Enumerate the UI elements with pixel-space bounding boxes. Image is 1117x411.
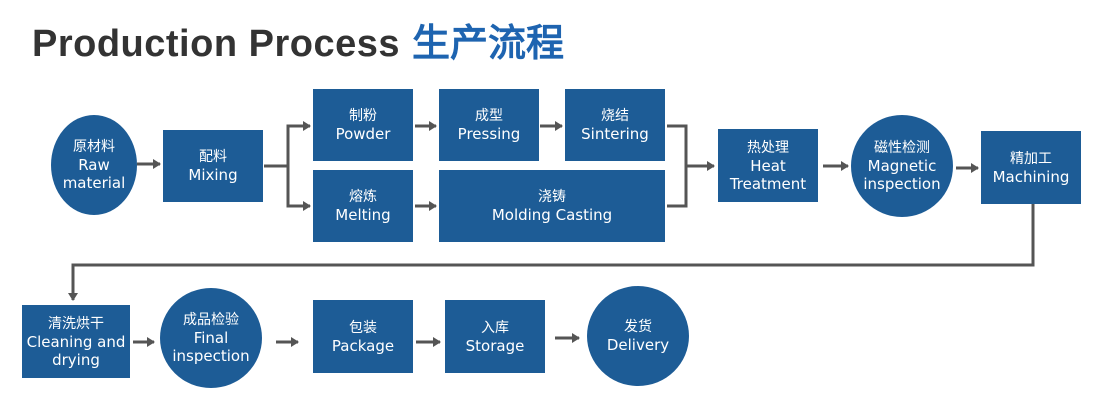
node-label-cn: 包装: [349, 319, 377, 336]
node-label-en: Pressing: [457, 125, 521, 143]
arrow-machining-to-cleaning: [68, 204, 1035, 301]
node-pressing: 成型 Pressing: [439, 89, 539, 161]
node-cleaning-drying: 清洗烘干 Cleaning and drying: [22, 305, 130, 378]
node-label-cn: 精加工: [1010, 150, 1052, 167]
node-label-en: Treatment: [729, 174, 807, 193]
node-label-en: Machining: [992, 167, 1070, 186]
node-label-cn: 发货: [624, 319, 652, 335]
node-label-en: inspection: [863, 175, 941, 193]
node-label-en: inspection: [172, 347, 250, 365]
node-label-en: Storage: [465, 336, 525, 355]
node-powder: 制粉 Powder: [313, 89, 413, 161]
node-delivery: 发货 Delivery: [587, 286, 689, 386]
node-label-en: material: [62, 174, 126, 192]
node-label-en: Raw: [78, 156, 110, 174]
node-label-cn: 制粉: [349, 108, 377, 124]
arrow-mixing-to-powder: [286, 121, 311, 206]
node-label-cn: 入库: [481, 319, 509, 336]
node-label-cn: 原材料: [73, 139, 115, 155]
node-sintering: 烧结 Sintering: [565, 89, 665, 161]
title-english: Production Process: [32, 23, 400, 65]
node-label-en: Powder: [335, 125, 391, 143]
node-final-inspection: 成品检验 Final inspection: [160, 288, 262, 388]
node-label-cn: 配料: [199, 149, 227, 165]
node-label-cn: 熔炼: [349, 189, 377, 205]
node-label-en: Package: [331, 336, 395, 355]
node-label-en: Melting: [335, 206, 391, 224]
page-title: Production Process 生产流程: [32, 12, 564, 65]
node-label-en: Magnetic: [867, 157, 937, 175]
node-machining: 精加工 Machining: [981, 131, 1081, 204]
title-chinese: 生产流程: [411, 23, 564, 65]
node-label-cn: 清洗烘干: [48, 315, 104, 332]
node-melting: 熔炼 Melting: [313, 170, 413, 242]
arrow-mixing-to-melting: [286, 166, 311, 211]
node-mixing: 配料 Mixing: [163, 130, 263, 202]
node-label-en: Sintering: [581, 125, 649, 143]
node-package: 包装 Package: [313, 300, 413, 373]
node-label-en: Heat: [750, 156, 786, 175]
node-label-en: Final: [193, 329, 229, 347]
node-label-cn: 成型: [475, 108, 503, 124]
node-label-en: Molding Casting: [491, 206, 613, 224]
node-label-cn: 热处理: [747, 139, 789, 156]
node-label-en: Cleaning and: [26, 332, 126, 351]
node-magnetic-inspection: 磁性检测 Magnetic inspection: [851, 115, 953, 217]
node-label-cn: 成品检验: [183, 312, 239, 328]
node-label-en: Delivery: [606, 336, 670, 354]
node-raw-material: 原材料 Raw material: [51, 115, 137, 215]
node-label-en: drying: [52, 350, 100, 369]
node-label-cn: 浇铸: [538, 189, 566, 205]
node-label-cn: 烧结: [601, 108, 629, 124]
node-label-en: Mixing: [188, 166, 238, 184]
node-label-cn: 磁性检测: [874, 140, 930, 156]
node-heat-treatment: 热处理 Heat Treatment: [718, 129, 818, 202]
node-storage: 入库 Storage: [445, 300, 545, 373]
node-molding-casting: 浇铸 Molding Casting: [439, 170, 665, 242]
merge-to-heat-treatment: [667, 124, 688, 208]
